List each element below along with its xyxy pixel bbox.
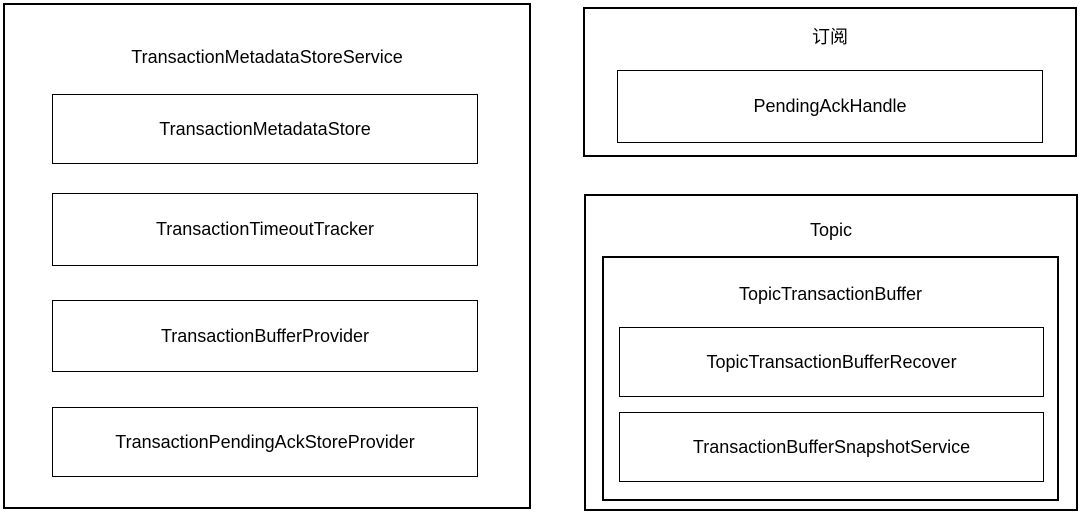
box-transaction-metadata-store: TransactionMetadataStore [52, 94, 478, 164]
group-transaction-metadata-store-service: TransactionMetadataStoreService Transact… [3, 3, 531, 509]
group-title-topic-transaction-buffer: TopicTransactionBuffer [738, 284, 923, 304]
group-title-subscription: 订阅 [812, 27, 848, 47]
group-topic: Topic TopicTransactionBuffer TopicTransa… [584, 194, 1078, 511]
box-transaction-timeout-tracker: TransactionTimeoutTracker [52, 193, 478, 266]
group-topic-transaction-buffer: TopicTransactionBuffer TopicTransactionB… [602, 256, 1059, 501]
group-title-topic: Topic [809, 220, 853, 240]
box-transaction-pending-ack-store-provider: TransactionPendingAckStoreProvider [52, 407, 478, 477]
box-transaction-buffer-snapshot-service: TransactionBufferSnapshotService [619, 412, 1044, 482]
box-topic-transaction-buffer-recover: TopicTransactionBufferRecover [619, 327, 1044, 397]
group-subscription: 订阅 PendingAckHandle [583, 7, 1077, 157]
box-pending-ack-handle: PendingAckHandle [617, 70, 1043, 143]
group-title-transaction-metadata-store-service: TransactionMetadataStoreService [131, 47, 403, 67]
box-transaction-buffer-provider: TransactionBufferProvider [52, 300, 478, 372]
